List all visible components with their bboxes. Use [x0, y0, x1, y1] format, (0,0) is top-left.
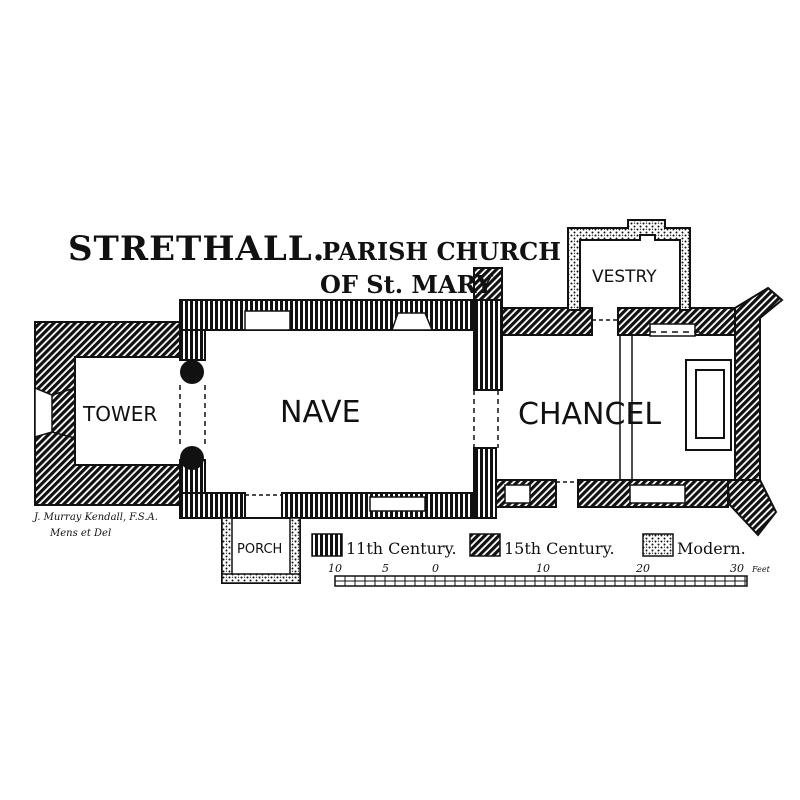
vestry-walls	[567, 219, 691, 321]
credit-line2: Mens et Del	[49, 528, 111, 539]
legend-swatch-11th	[311, 533, 343, 557]
scale-label-30: 30	[730, 562, 744, 575]
legend: 11th Century. 15th Century. Modern.	[311, 533, 746, 558]
room-label-vestry: VESTRY	[592, 267, 657, 287]
legend-label-modern: Modern.	[677, 539, 746, 558]
room-label-porch: PORCH	[237, 542, 282, 557]
plan-title: STRETHALL.	[68, 229, 325, 269]
chancel-walls	[495, 286, 784, 537]
credit-line1: J. Murray Kendall, F.S.A.	[32, 512, 158, 523]
plan-subtitle-line2: OF St. MARY	[320, 270, 494, 299]
legend-swatch-15th	[469, 533, 501, 557]
legend-label-11th: 11th Century.	[346, 539, 457, 558]
porch-walls	[221, 517, 301, 584]
scale-label-10: 10	[536, 562, 550, 575]
scale-bar: 10 5 0 10 20 30 Feet	[328, 562, 771, 587]
scale-label-0: 0	[432, 562, 439, 575]
scale-unit: Feet	[751, 565, 771, 574]
plan-subtitle-line1: PARISH CHURCH	[322, 237, 561, 266]
nave-walls	[179, 267, 503, 519]
scale-label-10-left: 10	[328, 562, 342, 575]
room-label-nave: NAVE	[280, 395, 361, 430]
scale-label-20: 20	[635, 562, 650, 575]
room-label-chancel: CHANCEL	[518, 397, 661, 432]
scale-label-5: 5	[382, 562, 389, 575]
legend-swatch-modern	[642, 533, 674, 557]
room-label-tower: TOWER	[82, 402, 157, 426]
legend-label-15th: 15th Century.	[504, 539, 615, 558]
